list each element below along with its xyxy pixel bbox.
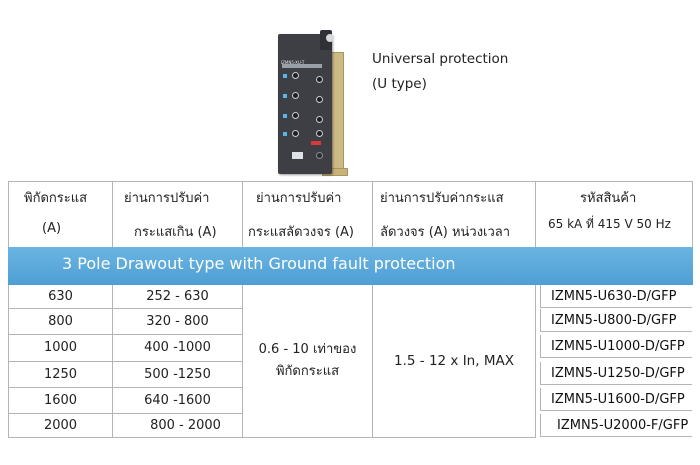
table-row-rating: 630 [48, 288, 73, 304]
row-divider [8, 413, 242, 414]
spec-table: พิกัดกระแส (A) ย่านการปรับค่า กระแสเกิน … [8, 181, 693, 440]
table-row-overload: 400 -1000 [144, 340, 211, 356]
trip-unit-header-strip [282, 64, 322, 68]
table-row-product-code: IZMN5-U1000-D/GFP [540, 335, 692, 358]
indicator-icon [283, 114, 287, 118]
product-caption-type: (U type) [372, 76, 427, 92]
dial-icon [292, 130, 299, 137]
header-product-code-line2: 65 kA ที่ 415 V 50 Hz [548, 217, 671, 231]
short-circuit-range-cell: 0.6 - 10 เท่าของ พิกัดกระแส [243, 285, 372, 437]
delay-range-cell: 1.5 - 12 x In, MAX [394, 352, 514, 369]
short-circuit-range-line1: 0.6 - 10 เท่าของ [258, 342, 357, 358]
row-divider [8, 387, 242, 388]
section-title: 3 Pole Drawout type with Ground fault pr… [62, 254, 456, 273]
table-row-product-code: IZMN5-U2000-F/GFP [540, 414, 692, 437]
column-divider [242, 181, 243, 247]
table-row-rating: 1250 [43, 366, 78, 382]
screw-icon [316, 152, 323, 159]
row-divider [8, 361, 242, 362]
trip-unit-image: IZMN5-XU-T [268, 30, 348, 178]
table-row-overload: 252 - 630 [146, 288, 209, 304]
column-divider [535, 181, 536, 247]
table-row-rating: 1000 [43, 340, 78, 356]
indicator-icon [283, 74, 287, 78]
status-led-icon [311, 141, 321, 145]
table-row-rating: 2000 [43, 417, 78, 433]
table-row-overload: 320 - 800 [146, 313, 209, 329]
row-divider [8, 334, 242, 335]
trip-unit-label: IZMN5-XU-T [281, 60, 305, 65]
table-row-product-code: IZMN5-U800-D/GFP [540, 309, 692, 332]
table-top-border [8, 181, 693, 182]
indicator-icon [283, 94, 287, 98]
section-band [8, 247, 693, 285]
dial-icon [316, 76, 323, 83]
row-divider [8, 308, 242, 309]
header-delay-line1: ย่านการปรับค่ากระแส [380, 191, 504, 206]
column-divider [372, 181, 373, 247]
column-divider [242, 285, 243, 438]
header-rating-line2: (A) [42, 221, 62, 236]
header-overload-line1: ย่านการปรับค่า [124, 191, 210, 206]
header-rating-line1: พิกัดกระแส [24, 191, 88, 206]
table-row-product-code: IZMN5-U1250-D/GFP [540, 362, 692, 385]
table-right-border [692, 181, 693, 247]
dial-icon [292, 112, 299, 119]
dial-icon [292, 72, 299, 79]
header-short-circuit-line2: กระแสลัดวงจร (A) [248, 225, 354, 240]
dial-icon [292, 92, 299, 99]
table-row-product-code: IZMN5-U1600-D/GFP [540, 388, 692, 411]
header-overload-line2: กระแสเกิน (A) [134, 225, 217, 240]
table-row-rating: 800 [48, 313, 73, 329]
product-caption-title: Universal protection [372, 51, 509, 67]
dial-icon [316, 130, 323, 137]
header-product-code-line1: รหัสสินค้า [580, 191, 637, 206]
table-row-overload: 500 -1250 [144, 366, 211, 382]
mounting-plate [330, 52, 344, 176]
header-short-circuit-line1: ย่านการปรับค่า [256, 191, 342, 206]
dial-icon [316, 96, 323, 103]
table-row-overload: 640 -1600 [144, 392, 211, 408]
column-divider [535, 285, 536, 438]
column-divider [112, 181, 113, 247]
table-row-overload: 800 - 2000 [150, 417, 221, 433]
lever-cap-icon [326, 34, 334, 42]
table-row-product-code: IZMN5-U630-D/GFP [540, 285, 692, 308]
column-divider [372, 285, 373, 438]
table-bottom-border [8, 437, 535, 438]
dial-icon [316, 116, 323, 123]
table-left-border [8, 181, 9, 247]
header-delay-line2: ลัดวงจร (A) หน่วงเวลา [380, 225, 511, 240]
table-row-rating: 1600 [43, 392, 78, 408]
test-port-icon [292, 152, 303, 159]
indicator-icon [283, 132, 287, 136]
short-circuit-range-line2: พิกัดกระแส [275, 364, 340, 379]
trip-unit-body: IZMN5-XU-T [278, 34, 332, 174]
